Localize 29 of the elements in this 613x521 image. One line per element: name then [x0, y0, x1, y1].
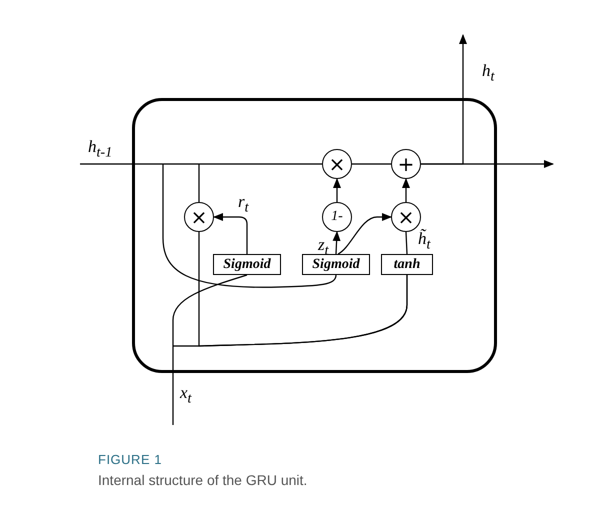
arrow	[332, 231, 341, 254]
connector-line	[162, 164, 337, 288]
connector-line	[198, 164, 200, 202]
multiply-operator: ×	[184, 202, 214, 232]
figure-caption: Internal structure of the GRU unit.	[98, 472, 308, 488]
arrow	[402, 178, 410, 202]
edge-label: h̃$_{t}$	[418, 230, 430, 252]
arrow	[333, 178, 341, 202]
connector-line	[80, 163, 322, 165]
edge-label: h$_{t-1}$	[88, 138, 112, 160]
activation-box: tanh	[381, 254, 433, 275]
activation-box: Sigmoid	[302, 254, 370, 275]
activation-box: Sigmoid	[213, 254, 281, 275]
arrow	[338, 213, 392, 254]
one-minus-operator: 1-	[322, 202, 352, 232]
arrow	[421, 34, 467, 165]
edge-label: h$_{t}$	[482, 62, 494, 84]
connector-line	[405, 232, 408, 254]
add-operator: +	[391, 149, 421, 179]
figure-number: FIGURE 1	[98, 452, 162, 467]
connector-line	[172, 274, 248, 425]
connector-line	[352, 163, 391, 165]
multiply-operator: ×	[391, 202, 421, 232]
gru-cell-box	[132, 98, 497, 373]
connector-line	[198, 232, 408, 347]
multiply-operator: ×	[322, 149, 352, 179]
edge-label: r$_{t}$	[238, 193, 249, 215]
edge-label: x$_{t}$	[180, 384, 192, 406]
arrow	[213, 213, 248, 254]
